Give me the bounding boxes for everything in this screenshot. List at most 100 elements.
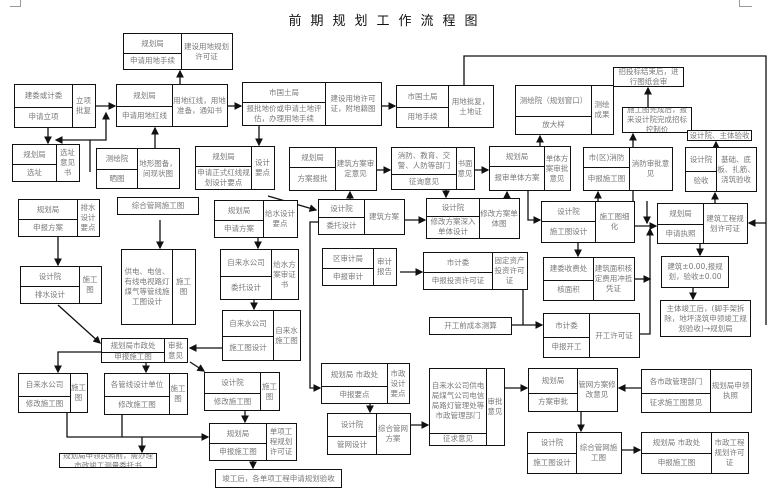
- box-divider: [266, 424, 267, 460]
- box-agency: 设计院: [689, 154, 713, 164]
- process-box: 开工前成本测算: [429, 317, 512, 335]
- box-action: 申报投资许可证: [431, 275, 485, 285]
- box-action: 申报要点: [339, 389, 370, 399]
- box-text: 主体竣工后，(脚手架拆除，地坪浇筑申领竣工规划验收)→规划局: [664, 303, 747, 333]
- box-action: 施工图设计: [533, 458, 571, 467]
- box-divider: [273, 311, 274, 360]
- box-divider: [703, 204, 704, 243]
- box-divider: [97, 169, 137, 170]
- box-result: 开工许可证: [595, 330, 633, 340]
- box-divider: [516, 116, 591, 117]
- box-result: 单体方案审批意见: [545, 153, 569, 183]
- box-action: 方案审批: [538, 397, 568, 406]
- box-divider: [263, 201, 264, 237]
- box-text: 建筑±0.00,报规划，验收±0.00: [667, 262, 723, 281]
- box-result: 地形图备，间现状图: [139, 158, 177, 178]
- box-divider: [710, 370, 711, 412]
- box-result: 测绘成果: [594, 100, 610, 119]
- box-divider: [260, 373, 261, 410]
- process-box: 市(区)消防申报施工图消防审批意见: [583, 147, 673, 191]
- box-result: 排水设计要点: [80, 203, 96, 232]
- process-box: 设计院修改施工图施工图: [204, 372, 280, 411]
- box-divider: [593, 258, 594, 300]
- process-box: 规划局方案审批 管网方案修改意见: [528, 368, 618, 412]
- box-divider: [427, 216, 479, 217]
- box-result: 设计要点: [255, 158, 270, 177]
- process-box: 设计院管网设计综合管网方案: [327, 413, 411, 455]
- box-action: 施工图设计: [549, 226, 588, 236]
- box-agency: 设计院: [221, 378, 244, 387]
- process-box: 规划局申请执照建筑工程规划许可证: [657, 203, 748, 244]
- process-box: 测绘院（规划窗口） 放大样 测绘成果: [515, 85, 614, 135]
- box-action: 委托设计: [231, 282, 261, 292]
- box-text: 设计院、主体验收: [689, 131, 750, 140]
- process-box: 规划局申请用地手续建设用地规划许可证: [123, 33, 233, 70]
- process-box: 自来水公司施工图设计自来水施工图: [222, 310, 301, 361]
- box-action: 报审单体方案: [494, 173, 540, 182]
- flow-arrow: [640, 227, 654, 335]
- process-box: 规划局方案报批建筑方案审定意见: [289, 147, 377, 191]
- box-divider: [479, 199, 480, 238]
- process-box: 自来水公司供电局煤气公司电信局路灯管理处等市政管理部门征求意见审批意见: [429, 368, 505, 446]
- box-action: 申报施工图: [219, 446, 257, 456]
- box-divider: [70, 374, 71, 412]
- box-result: 施工图: [71, 383, 86, 402]
- box-action: 申请执照: [665, 228, 696, 238]
- process-box: 自来水公司修改施工图施工图: [18, 373, 88, 413]
- box-result: 自来水施工图: [275, 325, 298, 345]
- box-action: 申报方案: [33, 222, 63, 232]
- box-divider: [322, 386, 387, 387]
- box-action: 申请用地手续: [130, 56, 175, 65]
- box-result: 施工图: [176, 277, 191, 296]
- box-divider: [642, 453, 711, 454]
- box-result: 建设用地许可证，附地籍图: [330, 94, 376, 113]
- flow-arrow: [527, 191, 542, 224]
- box-agency: 规划局: [541, 376, 565, 385]
- box-result: 审计报告: [377, 257, 392, 276]
- box-text: 竣工后，各单项工程申请规划验收: [222, 473, 335, 483]
- box-result: 规划局申领执照: [711, 381, 750, 400]
- box-result: 固定资产投资许可证: [494, 256, 525, 285]
- box-agency: 市计委: [555, 320, 578, 330]
- box-divider: [364, 200, 365, 234]
- box-action: 排水设计: [35, 289, 65, 299]
- box-divider: [319, 217, 364, 218]
- box-agency: 建委收费处: [549, 264, 588, 273]
- process-box: 设计院、主体验收: [687, 130, 752, 141]
- box-agency: 建委或计委: [24, 91, 63, 100]
- box-agency: 测绘院（规划窗口）: [519, 96, 588, 105]
- margin-mark: [739, 0, 752, 7]
- box-agency: 各市政管理部门: [649, 376, 703, 386]
- process-box: 规划局报审单体方案单体方案审批意见: [489, 146, 571, 191]
- box-text: 施工图完成后，报来设计院完成招标控制价: [627, 108, 687, 132]
- box-result: 管网方案修改意见: [578, 380, 616, 399]
- box-result: 审批意见: [168, 340, 183, 360]
- box-divider: [323, 268, 373, 269]
- box-agency: 设计院: [557, 206, 580, 216]
- process-box: 规划局申请正式红线规划设计要点设计要点: [195, 146, 275, 190]
- box-agency: 规划局: [36, 204, 60, 214]
- box-divider: [328, 436, 376, 437]
- box-agency: 规划局: [227, 205, 251, 215]
- box-agency: 规划局市政处: [110, 340, 156, 350]
- box-divider: [576, 433, 577, 473]
- box-divider: [271, 250, 272, 299]
- box-divider: [164, 339, 165, 362]
- box-agency: 市国土局: [269, 87, 299, 97]
- process-box: 市国土局用地手续用地批复，土地证: [396, 85, 494, 128]
- box-divider: [15, 107, 72, 108]
- flow-arrow: [189, 361, 206, 372]
- process-box: 设计院排水设计施工图: [20, 266, 102, 304]
- box-result: 给水设计要点: [265, 209, 295, 228]
- box-result: 建筑工程规划许可证: [706, 213, 744, 233]
- box-action: 放大样: [542, 120, 565, 129]
- box-agency: 设计院: [540, 438, 564, 447]
- box-action: 晒图: [109, 173, 125, 183]
- box-action: 修改施工图: [25, 399, 64, 408]
- box-agency: 自来水公司: [25, 380, 64, 389]
- process-box: 规划局申报方案 排水设计要点: [18, 199, 100, 237]
- box-divider: [79, 267, 80, 303]
- process-box: 市计委申报投资许可证固定资产投资许可证: [423, 252, 528, 290]
- box-divider: [21, 286, 79, 287]
- box-text: 开工前成本测算: [444, 321, 497, 330]
